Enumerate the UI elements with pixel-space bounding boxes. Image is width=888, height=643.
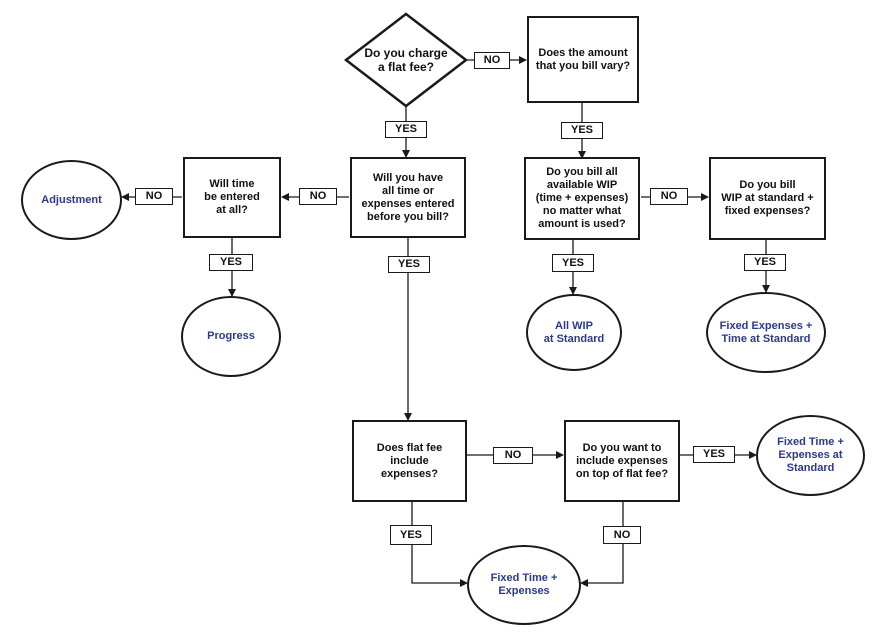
question-wip-standard: Do you bill WIP at standard + fixed expe…: [709, 157, 826, 240]
outcome-adjustment: Adjustment: [21, 160, 122, 240]
question-time-entered: Will time be entered at all?: [183, 157, 281, 238]
outcome-progress: Progress: [181, 296, 281, 377]
question-flat-fee-expenses: Does flat fee include expenses?: [352, 420, 467, 502]
label-yes-include: YES: [693, 446, 735, 463]
question-include-expenses: Do you want to include expenses on top o…: [564, 420, 680, 502]
label-yes-vary: YES: [561, 122, 603, 139]
outcome-fixed-time-expenses: Fixed Time + Expenses: [467, 545, 581, 625]
label-yes-flatfee: YES: [385, 121, 427, 138]
outcome-fixed-expenses-time: Fixed Expenses + Time at Standard: [706, 292, 826, 373]
label-yes-flatexp: YES: [390, 525, 432, 545]
label-no-billall: NO: [650, 188, 688, 205]
label-yes-billall: YES: [552, 254, 594, 272]
label-no-include: NO: [603, 526, 641, 544]
outcome-fixed-time-expenses-standard: Fixed Time + Expenses at Standard: [756, 415, 865, 496]
label-yes-time: YES: [209, 254, 253, 271]
label-no-flatexp: NO: [493, 447, 533, 464]
label-no-time: NO: [135, 188, 173, 205]
question-amount-vary: Does the amount that you bill vary?: [527, 16, 639, 103]
label-yes-entered: YES: [388, 256, 430, 273]
label-yes-wipstd: YES: [744, 254, 786, 271]
outcome-all-wip: All WIP at Standard: [526, 294, 622, 371]
question-all-entered: Will you have all time or expenses enter…: [350, 157, 466, 238]
label-no-entered: NO: [299, 188, 337, 205]
question-bill-all-wip: Do you bill all available WIP (time + ex…: [524, 157, 640, 240]
question-flat-fee: Do you charge a flat fee?: [364, 46, 448, 74]
label-no-flatfee: NO: [474, 52, 510, 69]
